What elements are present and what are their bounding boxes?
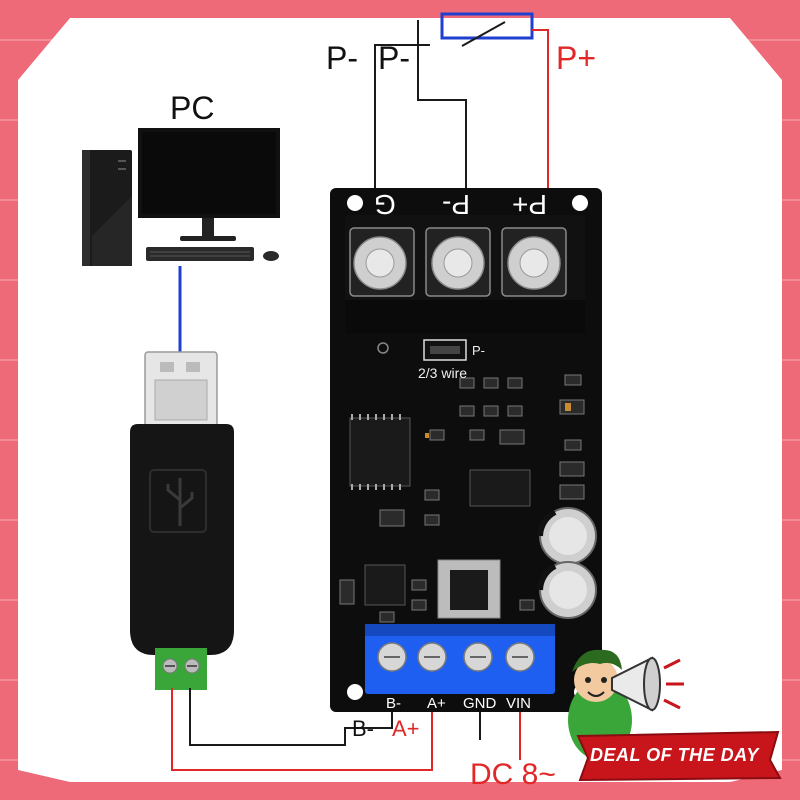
adapter-terminal [155,648,207,690]
top-terminal-block [345,215,585,333]
wire-mode-label: 2/3 wire [418,365,468,381]
capacitors [537,507,597,619]
wire-a-plus [171,688,433,771]
wire-b-minus-label: B- [352,716,374,741]
mouse [263,251,279,261]
pc-tower [82,150,132,266]
bottom-a-plus-label: A+ [427,695,446,712]
deal-banner-text: DEAL OF THE DAY [590,745,759,765]
bottom-gnd-label: GND [463,695,497,712]
usb-icon [166,478,194,526]
jumper-p-minus-label: P- [472,343,485,358]
board-p-minus-label: P- [442,189,470,220]
relay-box [440,12,534,40]
wire-a-plus-label: A+ [392,716,420,741]
dc-label: DC 8~ [470,758,556,791]
bottom-vin-label: VIN [506,695,532,712]
p-minus-left-label: P- [326,40,358,76]
p-plus-top-label: P+ [556,40,597,76]
pcb-components [339,374,585,623]
deal-banner-shape [576,730,782,782]
wire-b-minus [189,688,393,746]
usb-plug [144,351,218,429]
board-g-label: G [374,189,396,220]
usb-converter-body [130,424,234,655]
pc-label: PC [170,90,215,126]
top-wires [374,20,549,190]
p-minus-right-label: P- [378,40,410,76]
megaphone-icon [611,656,684,712]
bottom-b-minus-label: B- [386,695,401,712]
board-p-plus-label: P+ [512,189,548,220]
pc-monitor [138,128,280,241]
keyboard [146,247,254,261]
bottom-terminal-block [365,624,555,694]
